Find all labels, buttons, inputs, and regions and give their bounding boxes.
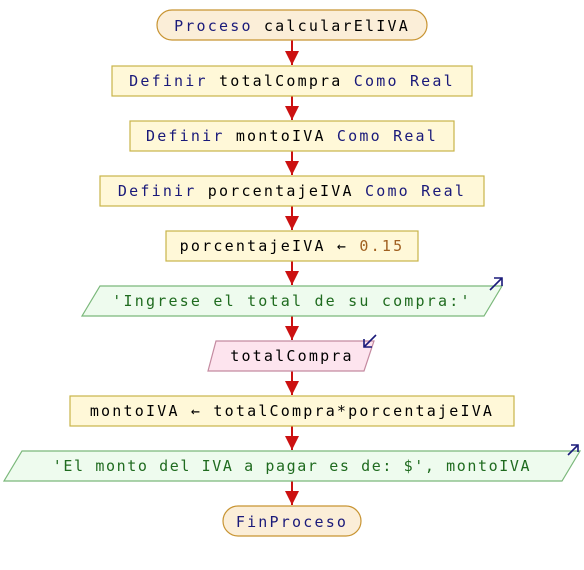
arrow-down-left-icon [363,334,377,348]
arrow-up-right-icon [567,444,579,456]
output-result-node: 'El monto del IVA a pagar es de: $', mon… [2,444,582,482]
end-node-shape [222,505,362,537]
define-montoiva-node: Definir montoIVA Como Real [129,120,455,152]
define-totalcompra-shape [111,65,473,97]
assign-montoiva-text: montoIVA ← totalCompra*porcentajeIVA [90,402,494,420]
process-name: calcularElIVA [264,17,410,35]
assign-porcentajeiva-node: porcentajeIVA ← 0.15 [165,230,419,262]
assign-montoiva-shape [69,395,515,427]
define-montoiva-shape [129,120,455,152]
assign-montoiva-node: montoIVA ← totalCompra*porcentajeIVA [69,395,515,427]
output-prompt-node: 'Ingrese el total de su compra:' [80,277,504,317]
define-porcentajeiva-node: Definir porcentajeIVA Como Real [99,175,485,207]
arrow-up-right-icon [489,277,503,291]
define-totalcompra-node: Definir totalCompra Como Real [111,65,473,97]
output-result-shape [2,450,582,482]
start-node-shape [156,9,428,41]
end-node: FinProceso [222,505,362,537]
assign-porcentajeiva-shape [165,230,419,262]
input-totalcompra-shape [207,340,375,372]
start-keyword: Proceso [174,17,253,35]
assign-porcentajeiva-text: porcentajeIVA ← 0.15 [180,237,405,255]
define-porcentajeiva-shape [99,175,485,207]
start-node: Proceso calcularElIVA [156,9,428,41]
end-node-text: FinProceso [236,513,348,531]
define-montoiva-text: Definir montoIVA Como Real [146,127,438,145]
define-totalcompra-text: Definir totalCompra Como Real [129,72,455,90]
start-node-text: Proceso calcularElIVA [174,17,410,35]
output-result-text: 'El monto del IVA a pagar es de: $', mon… [53,457,531,475]
output-prompt-shape [80,285,504,317]
input-totalcompra-text: totalCompra [230,347,354,365]
output-prompt-text: 'Ingrese el total de su compra:' [112,292,471,310]
define-porcentajeiva-text: Definir porcentajeIVA Como Real [118,182,466,200]
input-totalcompra-node: totalCompra [207,334,377,372]
